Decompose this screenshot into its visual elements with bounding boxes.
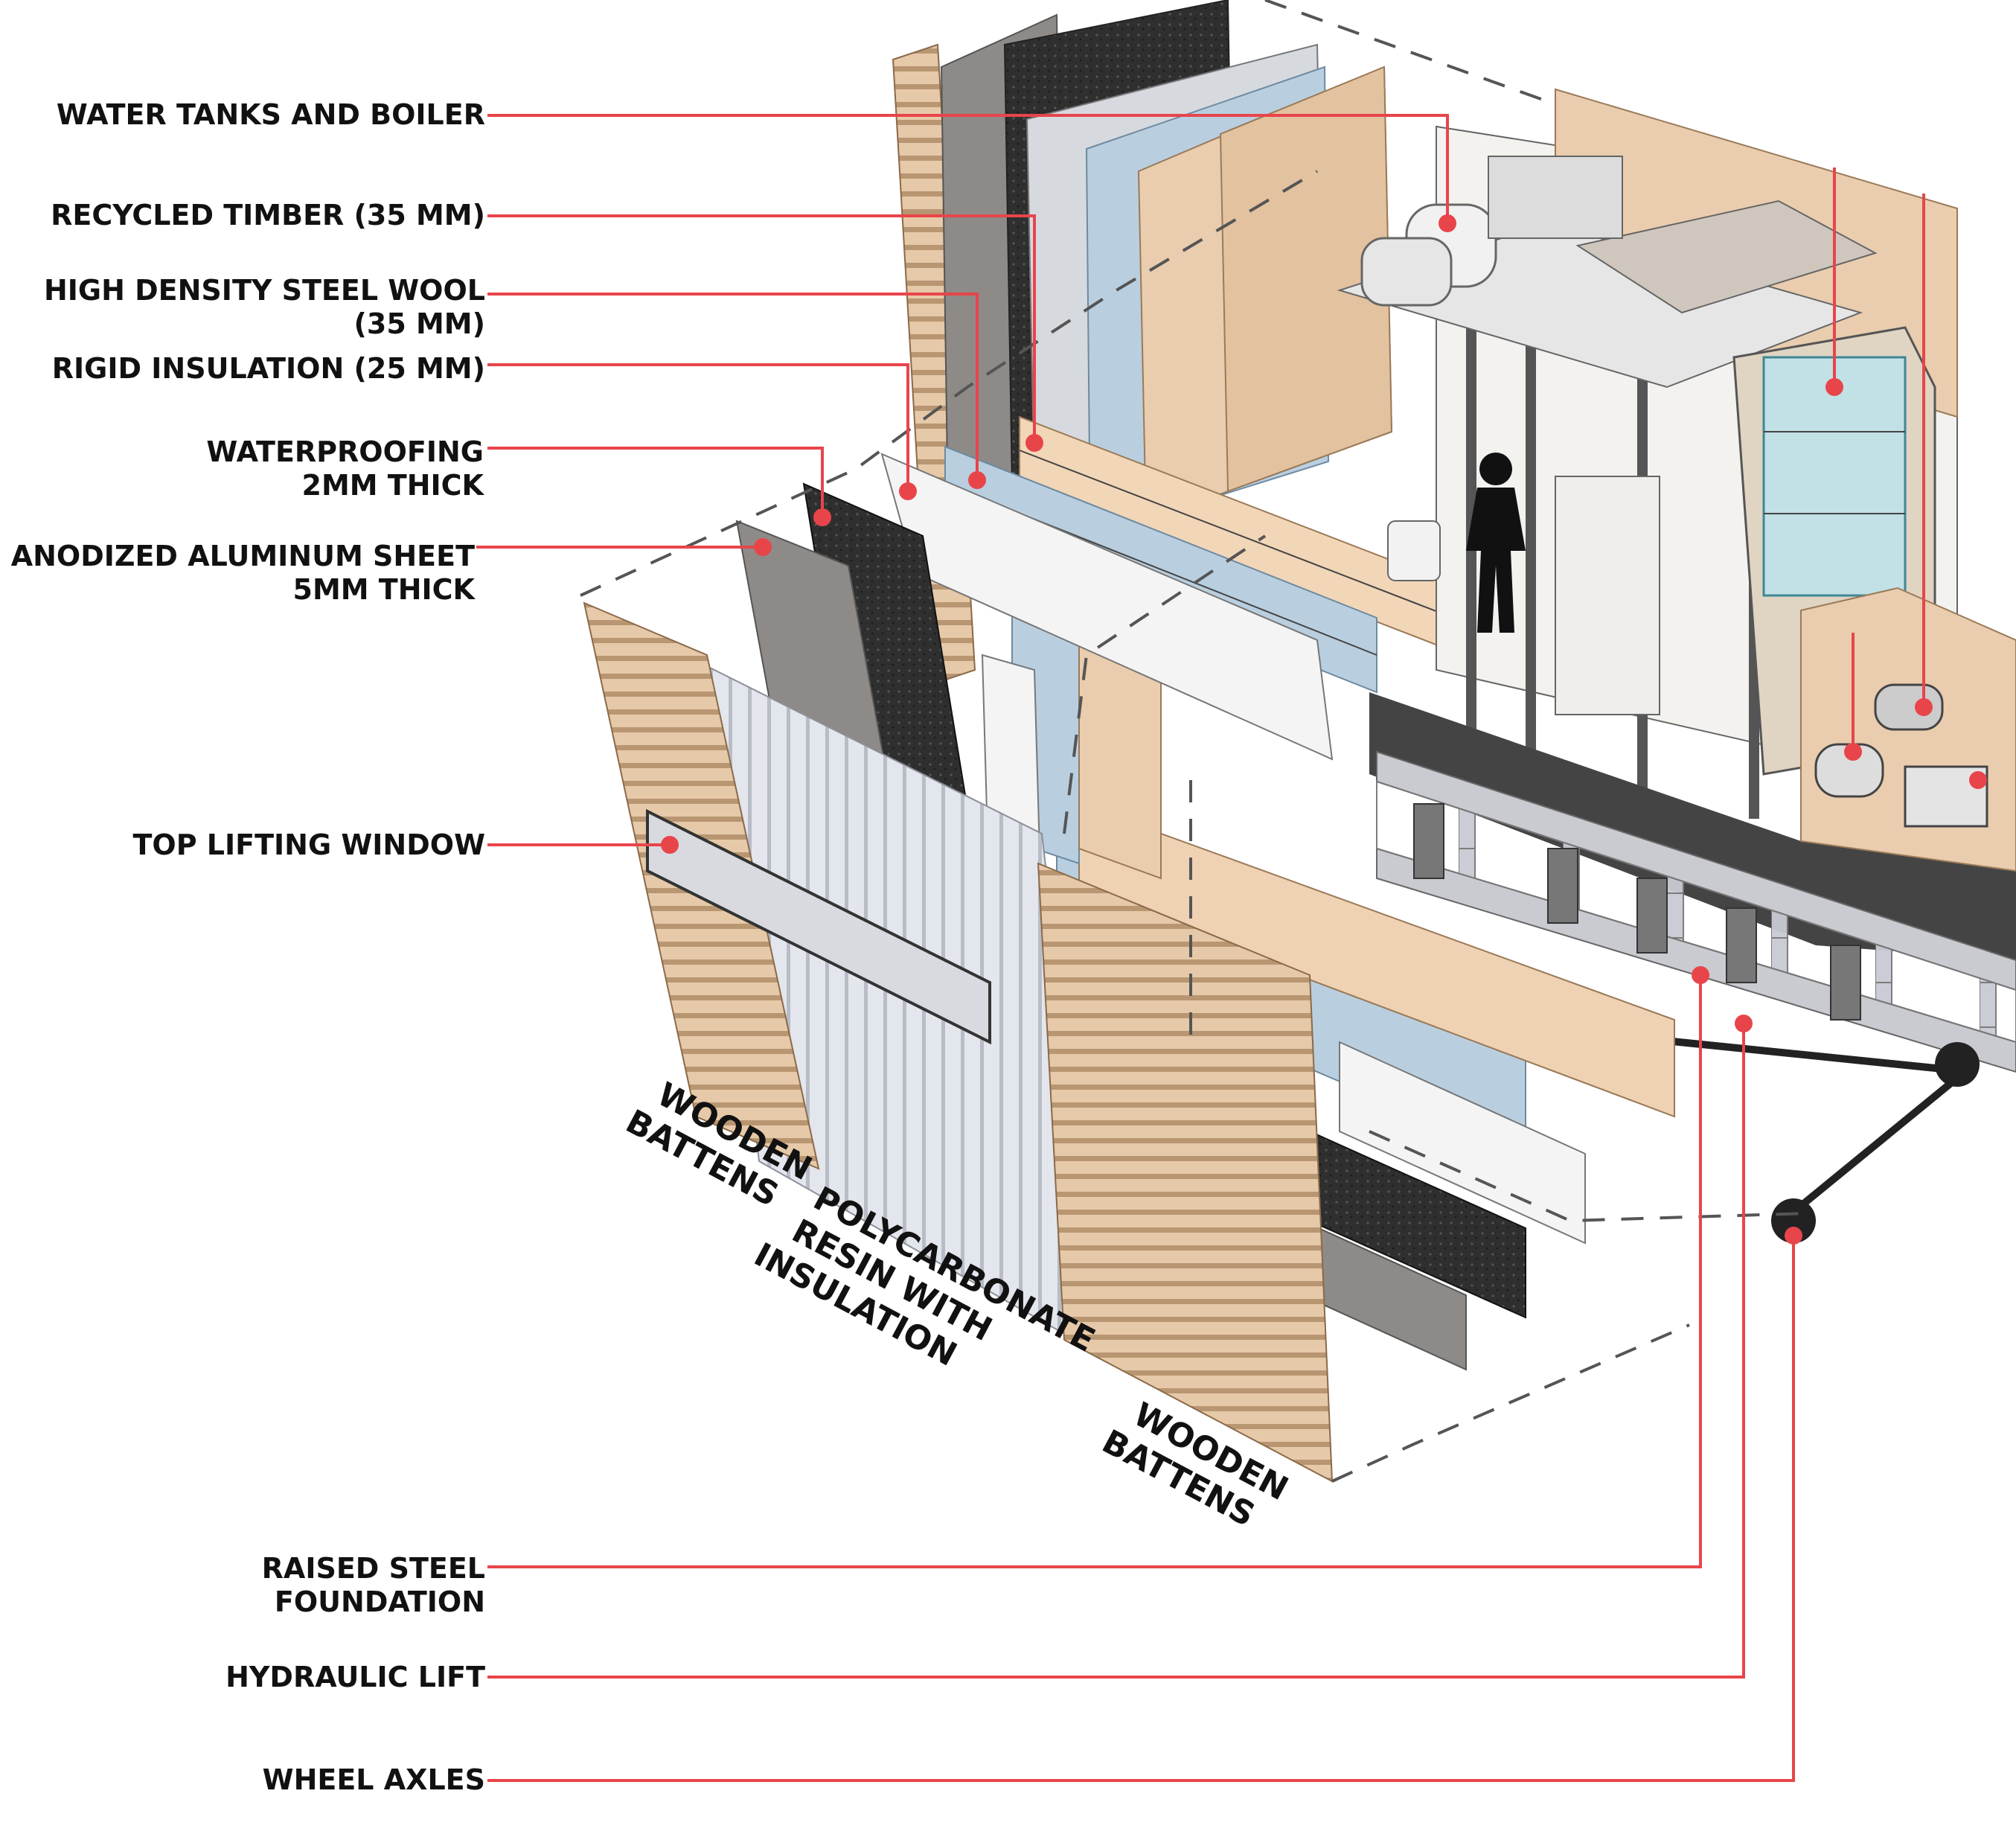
dashed-guides — [580, 0, 1809, 1483]
loft-cabinet — [1488, 156, 1623, 239]
loft-bed — [1575, 199, 1878, 314]
cabin-floor — [1369, 692, 2016, 960]
wheel — [1771, 1198, 1816, 1243]
wheel — [1935, 1042, 1980, 1087]
callout-steel-wool-line-1: HIGH DENSITY STEEL WOOL — [44, 274, 485, 307]
boiler — [1360, 237, 1453, 307]
upper-timber-overlay — [1219, 66, 1393, 493]
membrane-lower-strip — [1339, 1041, 1586, 1245]
toilet — [1387, 520, 1441, 581]
pump-unit — [1874, 683, 1944, 731]
callout-labels: WATER TANKS AND BOILER RECYCLED TIMBER (… — [11, 98, 485, 1796]
callout-steel-wool-line-2: (35 MM) — [354, 307, 485, 340]
callout-rigid-insulation-line-1: RIGID INSULATION (25 MM) — [52, 352, 485, 385]
cabin-frame-post — [1526, 298, 1536, 789]
glass-shelving — [1762, 356, 1907, 597]
exploded-front-wall — [583, 445, 1675, 1483]
person-silhouette — [1466, 453, 1526, 633]
callout-steel-foundation-line-2: FOUNDATION — [275, 1585, 485, 1618]
callout-waterproofing-line-2: 2MM THICK — [302, 469, 485, 502]
callout-waterproofing-line-1: WATERPROOFING — [206, 435, 484, 468]
hydraulic-jack — [1413, 803, 1444, 879]
callout-aluminum-sheet-line-1: ANODIZED ALUMINUM SHEET — [11, 540, 475, 572]
hydraulic-jack — [1636, 878, 1668, 954]
callout-steel-foundation-line-1: RAISED STEEL — [262, 1552, 485, 1585]
callout-water-tanks-line-1: WATER TANKS AND BOILER — [57, 98, 485, 131]
callout-top-window-line-1: TOP LIFTING WINDOW — [132, 828, 485, 861]
upper-wall-assembly — [892, 0, 1444, 686]
hydraulic-jack — [1726, 907, 1757, 983]
hydraulic-jack — [1547, 848, 1578, 924]
steel-chassis — [1376, 750, 2016, 1243]
cabin-door-frame — [1555, 476, 1660, 715]
wheel-axle-strut — [1798, 1069, 1968, 1209]
top-lifting-window — [646, 808, 991, 1045]
callout-leaders — [476, 114, 1987, 1782]
hydraulic-jack — [1830, 945, 1861, 1021]
callout-hydraulic-lift-line-1: HYDRAULIC LIFT — [225, 1661, 485, 1693]
callout-wheel-axles-line-1: WHEEL AXLES — [263, 1763, 485, 1796]
callout-aluminum-sheet-line-2: 5MM THICK — [293, 573, 476, 606]
cabin-interior — [1337, 88, 2016, 960]
foundation-top-rail — [1376, 750, 2016, 991]
callout-recycled-timber-line-1: RECYCLED TIMBER (35 MM) — [51, 199, 485, 231]
